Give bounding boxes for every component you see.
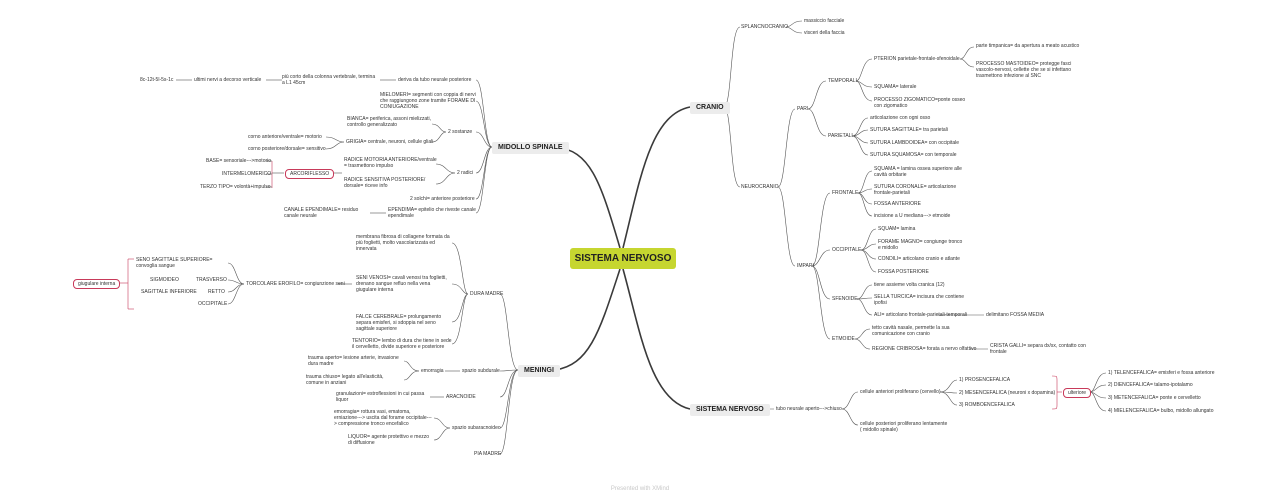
node-squam-lamina[interactable]: SQUAM= lamina	[878, 226, 916, 232]
node-trasverso[interactable]: TRASVERSO	[196, 277, 227, 283]
node-incisione[interactable]: incisione a U mediana---> etmoide	[874, 213, 951, 219]
node-sella-turcica[interactable]: SELLA TURCICA= incisura che contiene ipo…	[874, 294, 965, 306]
node-sutura-coronale[interactable]: SUTURA CORONALE= articolazione frontale-…	[874, 184, 957, 196]
node-ulteriore[interactable]: ulteriore	[1063, 388, 1092, 398]
node-mastoideo[interactable]: PROCESSO MASTOIDEO= protegge fasci vasco…	[976, 61, 1072, 79]
node-arcoriflesso[interactable]: ARCORIFLESSO	[285, 169, 335, 179]
node-impari[interactable]: IMPARI	[797, 263, 814, 269]
node-falce-cerebrale[interactable]: FALCE CEREBRALE= prolungamento separa em…	[356, 314, 442, 332]
node-diencefalica[interactable]: 2) DIENCEFALICA= talamo-ipotalamo	[1108, 382, 1193, 388]
node-piu-corto[interactable]: più corto della colonna vertebrale, term…	[282, 74, 376, 86]
node-condili[interactable]: CONDILI= articolano cranio e atlante	[878, 256, 960, 262]
node-seno-sagittale-sup[interactable]: SENO SAGITTALE SUPERIORE= convoglia sang…	[136, 257, 213, 269]
node-crista-galli[interactable]: CRISTA GALLI= separa dx/sx, contatto con…	[990, 343, 1086, 355]
node-tentorio[interactable]: TENTORIO= lembo di dura che tiene in sed…	[352, 338, 452, 350]
node-dura-madre[interactable]: DURA MADRE	[470, 291, 504, 297]
node-parte-timpanica[interactable]: parte timpanica= da apertura a meato acu…	[976, 43, 1080, 49]
node-liquor[interactable]: LIQUOR= agente protettivo e mezzo di dif…	[348, 434, 430, 446]
node-corno-posteriore[interactable]: corno posteriore/dorsale= sensitivo	[248, 146, 326, 152]
node-regione-cribrosa[interactable]: REGIONE CRIBROSA= forata a nervo olfatti…	[872, 346, 977, 352]
node-prosencefalica[interactable]: 1) PROSENCEFALICA	[959, 377, 1011, 383]
node-metencefalica[interactable]: 3) METENCEFALICA= ponte e cervelletto	[1108, 395, 1201, 401]
node-cellule-posteriori[interactable]: cellule posteriori proliferano lentament…	[860, 421, 948, 433]
node-ali[interactable]: ALI= articolano frontale-parietali-tempo…	[874, 312, 967, 318]
node-occipitale-seno[interactable]: OCCIPITALE	[198, 301, 228, 307]
node-massiccio[interactable]: massiccio facciale	[804, 18, 845, 24]
node-radice-motoria[interactable]: RADICE MOTORIA ANTERIORE/ventrale = tras…	[344, 157, 437, 169]
node-sigmoideo[interactable]: SIGMOIDEO	[150, 277, 179, 283]
node-intermelomerico[interactable]: INTERMELOMERICO	[222, 171, 272, 177]
topic-sistema-nervoso[interactable]: SISTEMA NERVOSO	[690, 404, 770, 416]
node-2-radici[interactable]: 2 radici	[457, 170, 474, 176]
node-mielomeri[interactable]: MIELOMERI= segmenti con coppia di nervi …	[380, 92, 476, 110]
central-topic[interactable]: SISTEMA NERVOSO	[570, 248, 676, 269]
node-canale-ependimale[interactable]: CANALE EPENDIMALE= residuo canale neural…	[284, 207, 359, 219]
node-cellule-anteriori[interactable]: cellule anteriori proliferano (cervello)	[860, 389, 941, 395]
footer-credit: Presented with XMind	[610, 486, 670, 492]
node-tubo-neurale[interactable]: tubo neurale aperto--->chiuso	[776, 406, 842, 412]
node-forame-magno[interactable]: FORAME MAGNO= congiunge tronco e midollo	[878, 239, 963, 251]
node-romboencefalica[interactable]: 3) ROMBOENCEFALICA	[959, 402, 1015, 408]
node-squama-frontale[interactable]: SQUAMA = lamina ossea superiore alle cav…	[874, 166, 962, 178]
node-sutura-sagittale[interactable]: SUTURA SAGITTALE= tra parietali	[870, 127, 948, 133]
node-grigia[interactable]: GRIGIA= centrale, neuroni, cellule glial…	[346, 139, 434, 145]
node-pari[interactable]: PARI	[797, 106, 809, 112]
node-visceri[interactable]: visceri della faccia	[804, 30, 845, 36]
node-granulazioni[interactable]: granulazioni= estroflessioni in cui pass…	[336, 391, 425, 403]
node-tetto[interactable]: tetto cavità nasale, permette la sua com…	[872, 325, 950, 337]
node-bianca[interactable]: BIANCA= periferica, assoni mielizzati, c…	[347, 116, 432, 128]
node-fossa-anteriore[interactable]: FOSSA ANTERIORE	[874, 201, 921, 207]
node-pterion[interactable]: PTERION parietale-frontale-sfenoidale	[874, 56, 960, 62]
node-delimitano[interactable]: delimitano FOSSA MEDIA	[986, 312, 1045, 318]
node-spazio-subaracnoideo[interactable]: spazio subaracnoideo	[452, 425, 501, 431]
node-terzo-tipo[interactable]: TERZO TIPO= volontà+impulso	[200, 184, 271, 190]
node-tiene[interactable]: tiene assieme volta cranica (12)	[874, 282, 945, 288]
node-ultimi-nervi[interactable]: ultimi nervi a decorso verticale	[194, 77, 262, 83]
topic-meningi[interactable]: MENINGI	[518, 365, 560, 377]
node-fossa-posteriore[interactable]: FOSSA POSTERIORE	[878, 269, 929, 275]
node-ependima[interactable]: EPENDIMA= epitelio che riveste canale ep…	[388, 207, 476, 219]
node-nervi-count[interactable]: 8c-12t-5l-5s-1c	[140, 77, 174, 83]
topic-cranio[interactable]: CRANIO	[690, 102, 730, 114]
node-temporali[interactable]: TEMPORALI	[828, 78, 857, 84]
node-mesencefalica[interactable]: 2) MESENCEFALICA (neuroni x dopamina)	[959, 390, 1056, 396]
node-parietali[interactable]: PARIETALI	[828, 133, 853, 139]
node-frontale[interactable]: FRONTALE	[832, 190, 859, 196]
node-squama-laterale[interactable]: SQUAMA= laterale	[874, 84, 917, 90]
node-zigomatico[interactable]: PROCESSO ZIGOMATICO=ponte osseo con zigo…	[874, 97, 966, 109]
node-sutura-squamosa[interactable]: SUTURA SQUAMOSA= con temporale	[870, 152, 957, 158]
node-sfenoide[interactable]: SFENOIDE	[832, 296, 858, 302]
node-giugulare-interna[interactable]: giugulare interna	[73, 279, 121, 289]
node-membrana-fibrosa[interactable]: membrana fibrosa di collagene formata da…	[356, 234, 450, 252]
node-deriva[interactable]: deriva da tubo neurale posteriore	[398, 77, 472, 83]
node-emorragia-sub[interactable]: emorragia= rottura vasi, ematoma, erniaz…	[334, 409, 432, 427]
node-articolazione[interactable]: articolazione con ogni osso	[870, 115, 931, 121]
node-occipitale-bone[interactable]: OCCIPITALE	[832, 247, 862, 253]
node-emorragia[interactable]: emorragia	[421, 368, 444, 374]
node-2-solchi[interactable]: 2 solchi= anteriore posteriore	[410, 196, 475, 202]
node-radice-sensitiva[interactable]: RADICE SENSITIVA POSTERIORE/ dorsale= ri…	[344, 177, 426, 189]
topic-midollo-spinale[interactable]: MIDOLLO SPINALE	[492, 142, 569, 154]
node-seni-venosi[interactable]: SENI VENOSI= cavali venosi tra foglietti…	[356, 275, 447, 293]
node-aracnoide[interactable]: ARACNOIDE	[446, 394, 476, 400]
node-corno-anteriore[interactable]: corno anteriore/ventrale= motorio	[248, 134, 322, 140]
node-sutura-lambdoidea[interactable]: SUTURA LAMBDOIDEA= con occipitale	[870, 140, 960, 146]
node-trauma-chiuso[interactable]: trauma chiuso= legato all'elasticità, co…	[306, 374, 384, 386]
node-2-sostanze[interactable]: 2 sostanze	[448, 129, 473, 135]
node-pia-madre[interactable]: PIA MADRE	[474, 451, 502, 457]
node-mielencefalica[interactable]: 4) MIELENCEFALICA= bulbo, midollo allung…	[1108, 408, 1214, 414]
node-torcolare-erofilo[interactable]: TORCOLARE EROFILO= congiunzione seni	[246, 281, 345, 287]
node-neurocranio[interactable]: NEUROCRANIO	[741, 184, 779, 190]
node-retto[interactable]: RETTO	[208, 289, 225, 295]
node-sagittale-inferiore[interactable]: SAGITTALE INFERIORE	[141, 289, 197, 295]
node-telencefalica[interactable]: 1) TELENCEFALICA= emisferi e fossa anter…	[1108, 370, 1215, 376]
node-splancnocranio[interactable]: SPLANCNOCRANIO	[741, 24, 788, 30]
node-spazio-subdurale[interactable]: spazio subdurale	[462, 368, 500, 374]
node-etmoide[interactable]: ETMOIDE	[832, 336, 855, 342]
node-trauma-aperto[interactable]: trauma aperto= lesione arterie, invasion…	[308, 355, 399, 367]
node-base[interactable]: BASE= sensoriale--->motorio	[206, 158, 272, 164]
